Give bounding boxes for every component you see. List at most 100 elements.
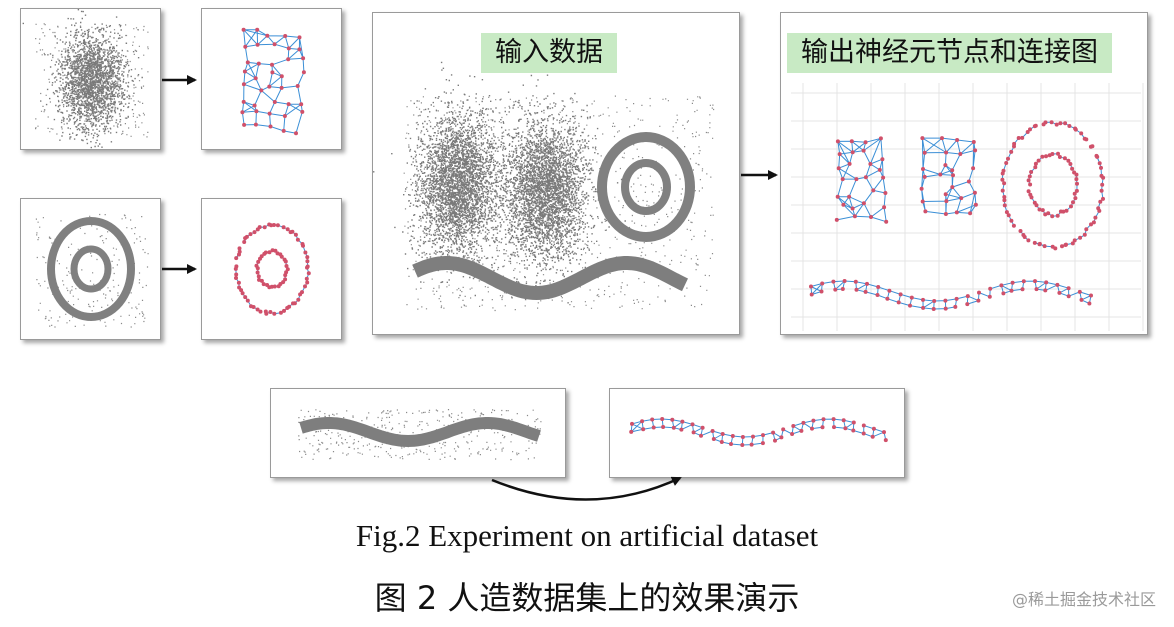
graph-node bbox=[259, 254, 264, 259]
graph-node bbox=[278, 310, 283, 315]
graph-node bbox=[237, 246, 242, 251]
graph-node bbox=[1093, 215, 1098, 220]
scatter-points bbox=[298, 409, 542, 461]
graph-node bbox=[1004, 210, 1009, 215]
input-data-panel: 输入数据 bbox=[372, 12, 740, 335]
graph-node bbox=[820, 425, 825, 430]
scatter-points bbox=[479, 67, 626, 304]
graph-node bbox=[259, 88, 264, 93]
graph-node bbox=[268, 124, 273, 129]
graph-node bbox=[1079, 131, 1084, 136]
graph-node bbox=[973, 202, 978, 207]
wave-shape bbox=[412, 256, 688, 301]
graph-node bbox=[282, 308, 286, 313]
graph-node bbox=[283, 34, 288, 38]
graph-node bbox=[1020, 287, 1025, 292]
graph-node bbox=[850, 206, 855, 211]
graph-node bbox=[1040, 208, 1045, 213]
graph-node bbox=[861, 423, 866, 428]
graph-node bbox=[279, 85, 284, 90]
graph-node bbox=[263, 250, 268, 255]
graph-node bbox=[875, 293, 880, 297]
graph-node bbox=[968, 211, 973, 216]
caption-chinese: 图 2 人造数据集上的效果演示 bbox=[374, 579, 800, 617]
graph-node bbox=[740, 443, 745, 447]
graph-node bbox=[870, 434, 875, 439]
graph-node bbox=[242, 122, 247, 127]
graph-node bbox=[300, 109, 305, 114]
graph-node bbox=[923, 209, 928, 214]
graph-node bbox=[965, 302, 970, 307]
graph-node bbox=[1009, 149, 1014, 154]
graph-node bbox=[305, 259, 310, 264]
graph-node bbox=[1067, 124, 1072, 128]
graph-node bbox=[299, 102, 304, 107]
graph-node bbox=[1002, 195, 1007, 199]
graph-node bbox=[660, 417, 665, 421]
graph-node bbox=[1063, 243, 1068, 247]
ring-shape bbox=[597, 132, 695, 242]
graph-node bbox=[252, 230, 257, 235]
graph-node bbox=[1010, 280, 1015, 285]
graph-node bbox=[272, 223, 276, 227]
graph-node bbox=[263, 309, 268, 314]
graph-node bbox=[1009, 218, 1014, 223]
graph-node bbox=[286, 102, 291, 107]
input-scatter bbox=[373, 50, 715, 312]
graph-node bbox=[1026, 238, 1031, 243]
graph-node bbox=[1087, 301, 1092, 306]
graph-node bbox=[306, 271, 311, 276]
graph-node bbox=[1026, 178, 1031, 183]
graph-node bbox=[834, 217, 839, 222]
graph-node bbox=[670, 417, 675, 422]
graph-node bbox=[254, 263, 259, 268]
graph-node bbox=[1091, 220, 1096, 225]
graph-node bbox=[1021, 279, 1026, 284]
graph-node bbox=[245, 298, 250, 303]
graph-node bbox=[241, 27, 246, 32]
graph-node bbox=[267, 84, 272, 89]
graph-node bbox=[1028, 192, 1033, 197]
graph-node bbox=[1043, 212, 1048, 217]
graph-node bbox=[1071, 200, 1075, 205]
graph-node bbox=[1002, 181, 1007, 186]
graph-node bbox=[973, 148, 978, 153]
graph-node bbox=[883, 438, 888, 443]
graph-node bbox=[751, 434, 755, 439]
graph-node bbox=[700, 425, 705, 430]
graph-node bbox=[282, 114, 287, 118]
graph-node bbox=[854, 287, 859, 292]
graph-node bbox=[281, 225, 286, 230]
graph-node bbox=[294, 131, 298, 136]
graph-node bbox=[861, 431, 866, 436]
graph-node bbox=[943, 212, 948, 216]
graph-node bbox=[869, 215, 873, 219]
graph-node bbox=[680, 419, 685, 424]
graph-node bbox=[243, 295, 248, 300]
input-gaussian-panel bbox=[20, 8, 161, 150]
graph-node bbox=[779, 435, 784, 440]
graph-node bbox=[286, 57, 291, 62]
graph-node bbox=[710, 429, 715, 433]
graph-node bbox=[245, 60, 250, 65]
graph-node bbox=[854, 177, 859, 182]
arrow-curved bbox=[491, 476, 682, 501]
graph-node bbox=[1004, 161, 1009, 165]
graph-node bbox=[272, 42, 277, 47]
graph-node bbox=[285, 267, 290, 272]
sine-graph bbox=[629, 417, 888, 447]
graph-node bbox=[868, 162, 873, 166]
graph-node bbox=[850, 150, 855, 155]
graph-node bbox=[1037, 207, 1042, 212]
graph-node bbox=[296, 297, 301, 302]
graph-node bbox=[242, 69, 247, 74]
graph-node bbox=[883, 191, 888, 195]
graph-node bbox=[1012, 141, 1017, 146]
graph-node bbox=[1060, 244, 1064, 249]
graph-node bbox=[943, 306, 948, 311]
graph-node bbox=[920, 199, 925, 204]
graph-node bbox=[1099, 188, 1104, 193]
graph-node bbox=[295, 237, 300, 242]
graph-node bbox=[276, 284, 281, 289]
input-rings-panel bbox=[20, 198, 161, 340]
